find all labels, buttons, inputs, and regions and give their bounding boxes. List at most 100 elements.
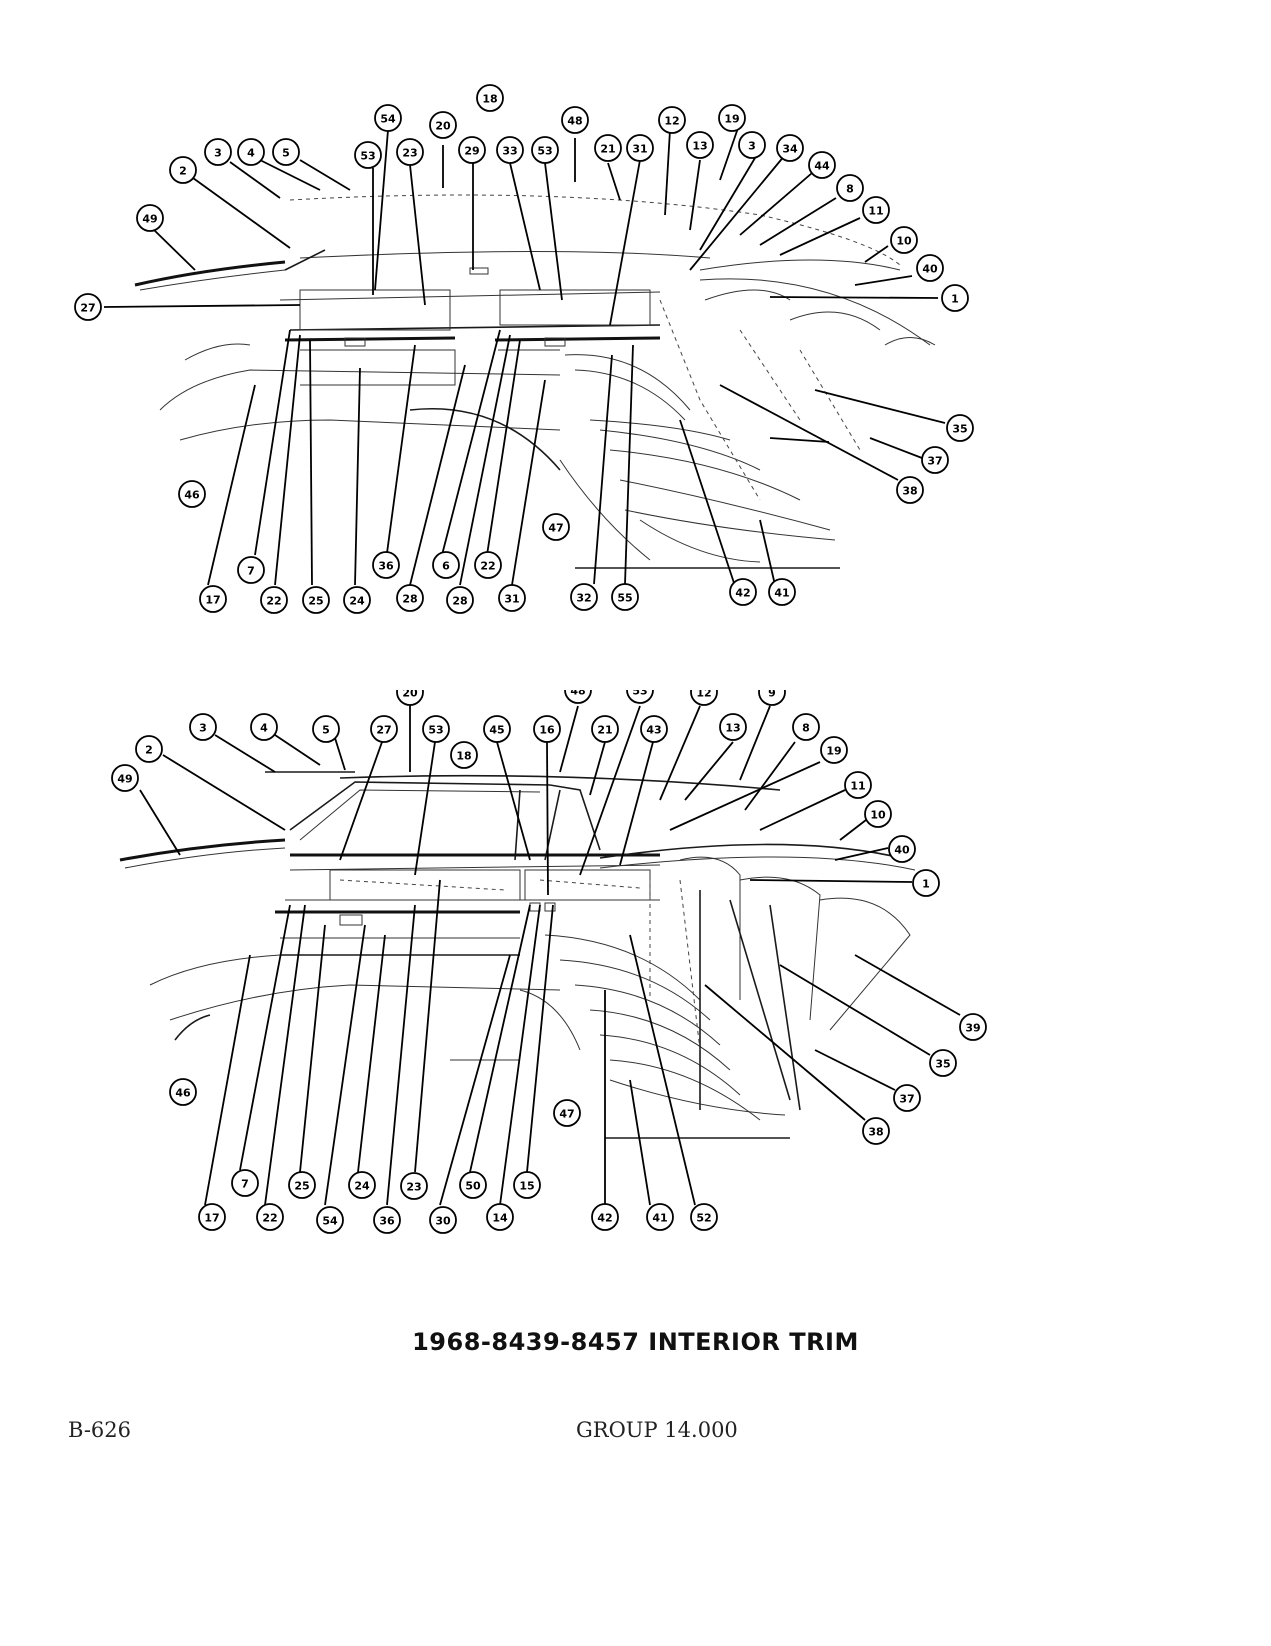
bottom-callout-10: 10 — [864, 800, 892, 828]
bottom-callout-label: 5 — [322, 724, 330, 737]
bottom-callout-50: 50 — [459, 1171, 487, 1199]
top-callout-36: 36 — [372, 551, 400, 579]
bottom-callout-16: 16 — [533, 715, 561, 743]
top-callout-label: 48 — [567, 115, 582, 128]
bottom-callout-39: 39 — [959, 1013, 987, 1041]
top-callout-label: 54 — [380, 113, 396, 126]
top-callout-label: 42 — [735, 587, 750, 600]
bottom-callout-label: 19 — [826, 745, 841, 758]
top-callout-label: 18 — [482, 93, 497, 106]
top-callout-53: 53 — [531, 136, 559, 164]
bottom-callout-label: 53 — [632, 690, 647, 698]
bottom-callout-label: 35 — [935, 1058, 950, 1071]
bottom-callout-label: 38 — [868, 1126, 883, 1139]
bottom-callout-label: 40 — [894, 844, 910, 857]
top-callout-3: 3 — [738, 131, 766, 159]
top-callout-label: 12 — [664, 115, 679, 128]
top-callout-34: 34 — [776, 134, 804, 162]
top-callout-31: 31 — [626, 134, 654, 162]
top-callout-22: 22 — [474, 551, 502, 579]
top-callout-label: 22 — [266, 595, 281, 608]
top-callout-28: 28 — [396, 584, 424, 612]
top-callout-label: 55 — [617, 592, 632, 605]
page-number: B-626 — [68, 1418, 131, 1442]
bottom-callout-47: 47 — [553, 1099, 581, 1127]
bottom-callout-label: 37 — [899, 1093, 914, 1106]
top-leader-lines — [103, 127, 946, 587]
bottom-callout-label: 7 — [241, 1178, 249, 1191]
bottom-callout-label: 36 — [379, 1215, 395, 1228]
top-callout-label: 28 — [402, 593, 417, 606]
bottom-callout-label: 8 — [802, 722, 810, 735]
bottom-callout-18: 18 — [450, 741, 478, 769]
top-callout-label: 24 — [349, 595, 365, 608]
bottom-callout-label: 22 — [262, 1212, 277, 1225]
top-callout-37: 37 — [921, 446, 949, 474]
bottom-callout-49: 49 — [111, 764, 139, 792]
top-callout-label: 22 — [480, 560, 495, 573]
bottom-callout-14: 14 — [486, 1203, 514, 1231]
bottom-callout-54: 54 — [316, 1206, 344, 1234]
top-callout-6: 6 — [432, 551, 460, 579]
top-callout-label: 47 — [548, 522, 563, 535]
top-callout-19: 19 — [718, 104, 746, 132]
bottom-callout-label: 45 — [489, 724, 504, 737]
bottom-callout-7: 7 — [231, 1169, 259, 1197]
top-callout-label: 4 — [247, 147, 255, 160]
bottom-callout-19: 19 — [820, 736, 848, 764]
bottom-callout-38: 38 — [862, 1117, 890, 1145]
top-callout-label: 31 — [504, 593, 519, 606]
top-callout-label: 3 — [748, 140, 756, 153]
top-callout-41: 41 — [768, 578, 796, 606]
bottom-callout-36: 36 — [373, 1206, 401, 1234]
bottom-callout-label: 54 — [322, 1215, 338, 1228]
top-callout-label: 53 — [360, 150, 375, 163]
bottom-callout-label: 23 — [406, 1181, 421, 1194]
top-callout-53: 53 — [354, 141, 382, 169]
top-callout-label: 17 — [205, 594, 220, 607]
diagram-caption: 1968-8439-8457 INTERIOR TRIM — [412, 1328, 859, 1356]
bottom-callout-2: 2 — [135, 735, 163, 763]
top-car-outline — [134, 194, 936, 569]
bottom-callout-label: 3 — [199, 722, 207, 735]
bottom-callout-label: 4 — [260, 722, 268, 735]
top-callout-31: 31 — [498, 584, 526, 612]
top-callout-label: 49 — [142, 213, 157, 226]
bottom-callout-label: 52 — [696, 1212, 711, 1225]
bottom-callout-label: 14 — [492, 1212, 508, 1225]
bottom-callout-label: 11 — [850, 780, 865, 793]
bottom-callout-48: 48 — [564, 690, 592, 704]
top-callout-32: 32 — [570, 583, 598, 611]
bottom-callout-9: 9 — [758, 690, 786, 706]
top-callout-38: 38 — [896, 476, 924, 504]
top-callout-label: 46 — [184, 489, 200, 502]
bottom-callout-22: 22 — [256, 1203, 284, 1231]
bottom-callout-label: 50 — [465, 1180, 481, 1193]
top-callout-label: 33 — [502, 145, 517, 158]
bottom-callout-42: 42 — [591, 1203, 619, 1231]
bottom-callout-25: 25 — [288, 1171, 316, 1199]
top-callout-label: 29 — [464, 145, 479, 158]
top-callout-label: 3 — [214, 147, 222, 160]
bottom-callout-label: 15 — [519, 1180, 534, 1193]
bottom-callout-24: 24 — [348, 1171, 376, 1199]
bottom-callout-20: 20 — [396, 690, 424, 706]
top-callout-label: 41 — [774, 587, 789, 600]
top-callout-label: 35 — [952, 423, 967, 436]
bottom-callout-35: 35 — [929, 1049, 957, 1077]
top-callout-17: 17 — [199, 585, 227, 613]
top-callout-label: 20 — [435, 120, 451, 133]
bottom-callout-40: 40 — [888, 835, 916, 863]
bottom-callout-label: 48 — [570, 690, 585, 698]
top-callout-24: 24 — [343, 586, 371, 614]
bottom-callout-8: 8 — [792, 713, 820, 741]
top-callout-10: 10 — [890, 226, 918, 254]
top-callout-44: 44 — [808, 151, 836, 179]
top-callout-label: 23 — [402, 147, 417, 160]
top-callout-1: 1 — [941, 284, 969, 312]
bottom-callout-15: 15 — [513, 1171, 541, 1199]
group-label: GROUP 14.000 — [576, 1418, 738, 1442]
top-callout-label: 11 — [868, 205, 883, 218]
